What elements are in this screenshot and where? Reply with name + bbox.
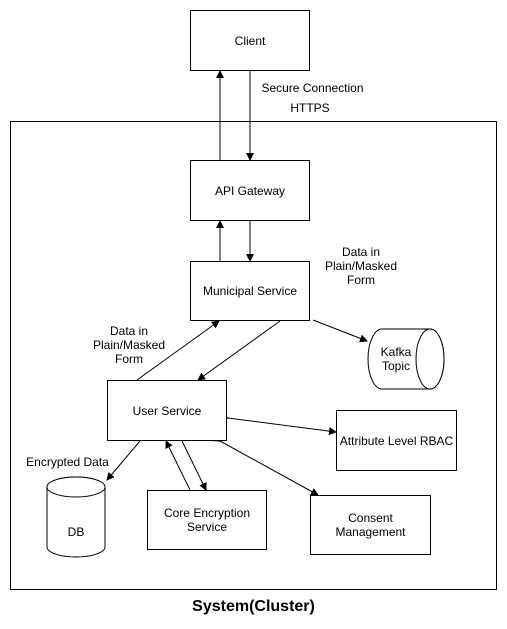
db-shape (46, 476, 106, 558)
edge-encryption-to-user (165, 440, 191, 491)
secure-connection-label: Secure Connection (261, 81, 364, 95)
user-service-node[interactable]: User Service (107, 380, 227, 441)
kafka-topic-shape (367, 328, 445, 390)
edge-user-rbac (220, 413, 337, 436)
kafka-topic-label[interactable]: Kafka Topic (380, 345, 412, 373)
edge-user-to-encryption (181, 440, 207, 491)
edge-municipal-to-user (197, 320, 281, 381)
client-node[interactable]: Client (190, 10, 310, 71)
api-gateway-node[interactable]: API Gateway (190, 160, 310, 221)
core-encryption-node[interactable]: Core Encryption Service (147, 490, 267, 550)
cluster-title: System(Cluster) (192, 598, 315, 615)
consent-management-node[interactable]: Consent Management (310, 495, 431, 555)
encrypted-data-label: Encrypted Data (26, 455, 109, 469)
db-label[interactable]: DB (67, 525, 85, 539)
system-cluster-boundary (10, 121, 497, 590)
attribute-rbac-node[interactable]: Attribute Level RBAC (336, 410, 457, 471)
data-plain-masked-right-label: Data in Plain/Masked Form (324, 245, 398, 287)
edge-user-to-db (106, 440, 141, 481)
edge-user-to-municipal (136, 320, 220, 381)
edge-municipal-to-kafka (312, 319, 368, 343)
https-label: HTTPS (290, 101, 330, 115)
municipal-service-node[interactable]: Municipal Service (190, 261, 310, 321)
data-plain-masked-left-label: Data in Plain/Masked Form (92, 324, 166, 366)
edge-user-consent (211, 434, 319, 496)
